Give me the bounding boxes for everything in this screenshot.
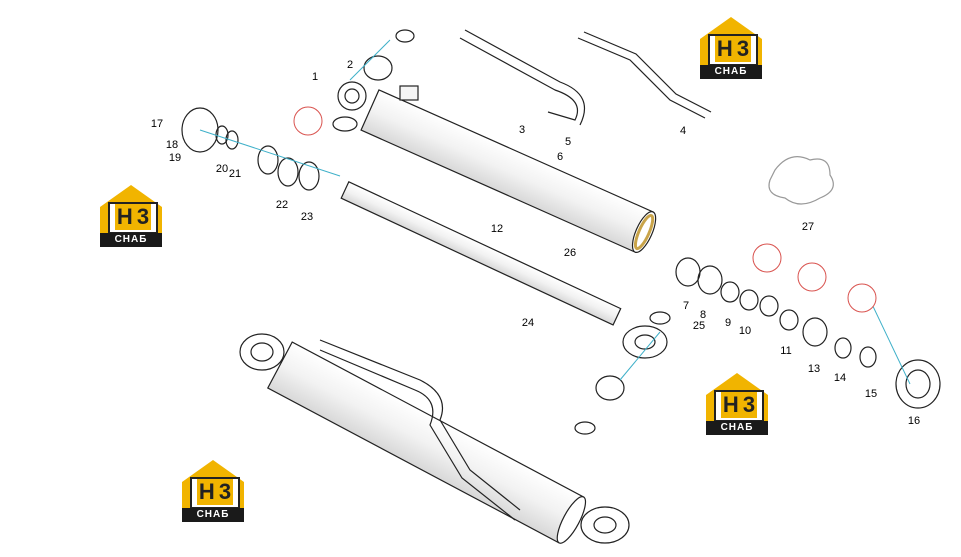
part-label-5: 5 — [564, 136, 572, 148]
part-label-26: 26 — [563, 247, 577, 259]
part-label-7: 7 — [682, 300, 690, 312]
part-label-14: 14 — [833, 372, 847, 384]
part-label-27: 27 — [801, 221, 815, 233]
part-label-22: 22 — [275, 199, 289, 211]
part-label-9: 9 — [724, 317, 732, 329]
piston-rod — [340, 181, 622, 326]
part-label-16: 16 — [907, 415, 921, 427]
cylinder-barrel — [360, 89, 657, 253]
part-label-6: 6 — [556, 151, 564, 163]
part-label-10: 10 — [738, 325, 752, 337]
part-label-4: 4 — [679, 125, 687, 137]
part-label-23: 23 — [300, 211, 314, 223]
part-label-2: 2 — [346, 59, 354, 71]
part-label-20: 20 — [215, 163, 229, 175]
part-label-24: 24 — [521, 317, 535, 329]
part-label-12: 12 — [490, 223, 504, 235]
part-label-15: 15 — [864, 388, 878, 400]
part-label-1: 1 — [311, 71, 319, 83]
part-label-11: 11 — [780, 345, 792, 357]
part-label-8: 8 — [699, 309, 707, 321]
part-label-18: 18 — [165, 139, 179, 151]
part-label-13: 13 — [807, 363, 821, 375]
part-label-19: 19 — [168, 152, 182, 164]
part-label-25: 25 — [692, 320, 706, 332]
part-label-17: 17 — [150, 118, 164, 130]
assembled-cylinder — [266, 341, 587, 544]
part-label-21: 21 — [228, 168, 242, 180]
part-label-3: 3 — [518, 124, 526, 136]
